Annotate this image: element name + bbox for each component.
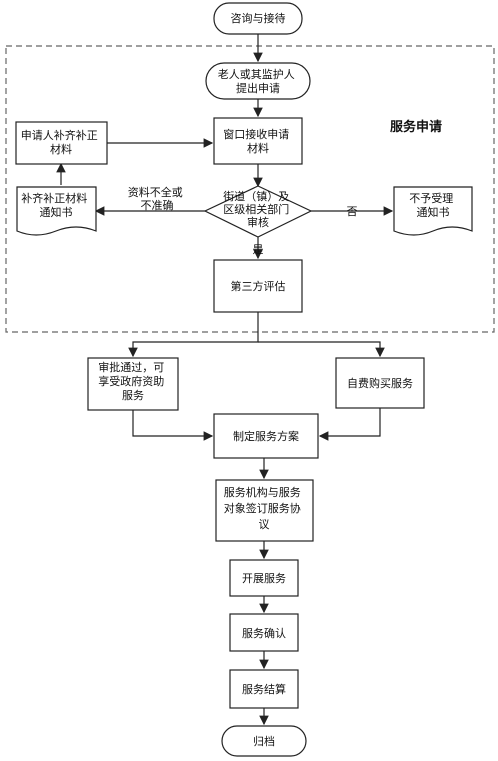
- svg-text:审批通过，可 享受政府资助 服务: 审批通过，可 享受政府资助 服务: [98, 360, 168, 402]
- svg-text:补齐补正材料 通知书: 补齐补正材料 通知书: [21, 191, 91, 219]
- node-approved: 审批通过，可 享受政府资助 服务: [87, 357, 179, 411]
- svg-text:归档: 归档: [253, 734, 275, 748]
- svg-text:自费购买服务: 自费购买服务: [347, 376, 413, 390]
- node-selfpay: 自费购买服务: [335, 357, 425, 409]
- edge-assess-selfpay: [258, 341, 385, 358]
- svg-text:咨询与接待: 咨询与接待: [231, 11, 286, 25]
- node-consult: 咨询与接待: [213, 2, 303, 35]
- svg-text:制定服务方案: 制定服务方案: [233, 429, 299, 443]
- svg-text:服务机构与服务 对象签订服务协 议: 服务机构与服务 对象签订服务协 议: [224, 485, 305, 531]
- edge-label-yes: 是: [253, 243, 264, 256]
- svg-text:不予受理 通知书: 不予受理 通知书: [409, 192, 457, 219]
- svg-text:老人或其监护人 提出申请: 老人或其监护人 提出申请: [218, 67, 299, 95]
- edge-assess-approved: [128, 312, 259, 358]
- service-application-region: [5, 45, 495, 333]
- node-start: 开展服务: [229, 559, 299, 597]
- svg-text:窗口接收申请 材料: 窗口接收申请 材料: [223, 127, 293, 155]
- svg-text:服务确认: 服务确认: [242, 627, 286, 640]
- edge-label-incomplete: 资料不全或 不准确: [128, 185, 187, 212]
- svg-text:申请人补齐补正 材料: 申请人补齐补正 材料: [21, 128, 102, 156]
- node-supplement: 申请人补齐补正 材料: [15, 121, 108, 165]
- node-notice-supplement: 补齐补正材料 通知书: [16, 186, 97, 236]
- svg-text:第三方评估: 第三方评估: [231, 279, 286, 293]
- node-plan: 制定服务方案: [213, 413, 319, 459]
- edges: [56, 34, 394, 726]
- node-assess: 第三方评估: [213, 259, 303, 313]
- node-confirm: 服务确认: [229, 613, 299, 652]
- section-label: 服务申请: [390, 119, 442, 135]
- svg-text:街道（镇）及 区级相关部门 审核: 街道（镇）及 区级相关部门 审核: [223, 189, 293, 229]
- node-archive: 归档: [221, 725, 307, 757]
- node-agreement: 服务机构与服务 对象签订服务协 议: [215, 479, 314, 542]
- edge-approved-plan: [132, 410, 214, 441]
- node-window: 窗口接收申请 材料: [213, 117, 303, 165]
- edge-selfpay-plan: [318, 408, 381, 441]
- svg-text:开展服务: 开展服务: [242, 572, 286, 585]
- node-apply: 老人或其监护人 提出申请: [205, 62, 311, 100]
- svg-text:服务结算: 服务结算: [242, 682, 286, 696]
- node-notice-reject: 不予受理 通知书: [393, 186, 473, 236]
- edge-label-no: 否: [347, 205, 358, 218]
- node-settle: 服务结算: [229, 669, 299, 709]
- node-review: 街道（镇）及 区级相关部门 审核: [203, 185, 313, 238]
